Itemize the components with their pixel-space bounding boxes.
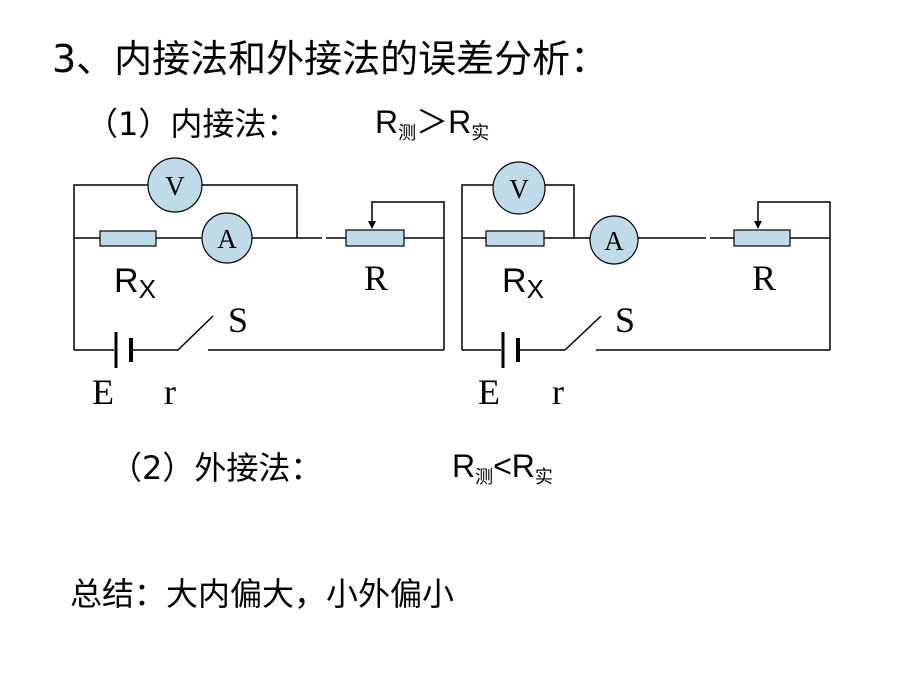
slider-arrow (368, 221, 376, 229)
wire-slider (757, 201, 831, 350)
wire-voltmeter-right (545, 184, 575, 238)
rel-right: R (448, 104, 472, 140)
rheostat (345, 229, 405, 247)
rx-label: RX (502, 262, 544, 304)
rel-right: R (511, 448, 535, 484)
circuit-internal: V A RX R S E r (73, 157, 445, 412)
summary-text: 总结：大内偏大，小外偏小 (70, 575, 455, 613)
rel-op: < (493, 448, 512, 484)
page-title: 3、内接法和外接法的误差分析： (52, 37, 609, 81)
voltmeter (147, 157, 203, 213)
method2-label: （2）外接法： (110, 449, 323, 487)
emf-label: E (92, 372, 114, 412)
emf-label: E (478, 372, 500, 412)
internal-r-label: r (164, 372, 176, 412)
rel-left-sub: 测 (475, 467, 494, 487)
ammeter (589, 215, 639, 265)
voltmeter (492, 161, 546, 215)
ammeter-label: A (217, 224, 237, 254)
wire-slider (371, 201, 445, 350)
rel-right-sub: 实 (534, 467, 553, 487)
switch-blade (564, 315, 602, 351)
voltmeter-label: V (165, 171, 185, 201)
switch-label: S (615, 300, 635, 340)
resistor-rx (99, 230, 157, 247)
ammeter (201, 212, 253, 264)
method1-relation: R测＞R实 (375, 106, 489, 142)
wire-voltmeter-right (202, 184, 298, 238)
wire-voltmeter-branch (73, 184, 148, 350)
voltmeter-label: V (509, 174, 529, 204)
switch-label: S (228, 300, 248, 340)
rheostat-label: R (752, 258, 776, 298)
resistor-rx (485, 230, 545, 247)
rel-right-sub: 实 (471, 123, 490, 143)
rel-op: ＞ (416, 104, 449, 140)
rheostat-label: R (364, 258, 388, 298)
rx-label: RX (114, 262, 156, 304)
slider-arrow (754, 221, 762, 229)
method2-relation: R测<R实 (452, 450, 553, 486)
method1-label: （1）内接法： (86, 105, 299, 143)
switch-blade (177, 315, 214, 351)
rel-left: R (452, 448, 476, 484)
rheostat (733, 229, 791, 247)
rel-left-sub: 测 (398, 123, 417, 143)
wire-voltmeter-branch (461, 184, 493, 350)
circuit-external: V A RX R S E r (461, 161, 831, 412)
internal-r-label: r (552, 372, 564, 412)
rel-left: R (375, 104, 399, 140)
ammeter-label: A (604, 226, 624, 256)
